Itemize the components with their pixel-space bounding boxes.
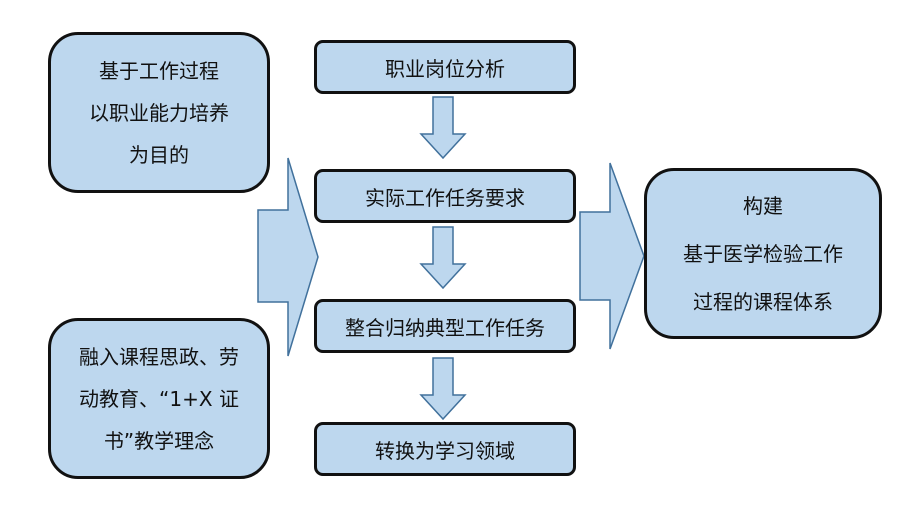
right-line-1: 构建	[743, 193, 783, 218]
down-arrow-1	[419, 96, 467, 160]
left-top-line-1: 基于工作过程	[99, 58, 219, 83]
left-top-line-2: 以职业能力培养	[89, 100, 229, 125]
right-line-3: 过程的课程体系	[693, 289, 833, 314]
step-box-4: 转换为学习领域	[314, 422, 576, 476]
left-big-arrow	[257, 157, 319, 357]
down-arrow-3	[419, 357, 467, 421]
left-top-line-3: 为目的	[129, 142, 189, 167]
step-label-4: 转换为学习领域	[375, 438, 515, 463]
left-bottom-box: 融入课程思政、劳 动教育、“1+X 证 书”教学理念	[48, 318, 270, 479]
down-arrow-2	[419, 226, 467, 290]
step-label-3: 整合归纳典型工作任务	[345, 315, 545, 340]
left-top-box: 基于工作过程 以职业能力培养 为目的	[48, 32, 270, 193]
step-label-1: 职业岗位分析	[385, 56, 505, 81]
left-bottom-line-2: 动教育、“1+X 证	[79, 386, 239, 411]
step-box-3: 整合归纳典型工作任务	[314, 299, 576, 353]
right-box: 构建 基于医学检验工作 过程的课程体系	[644, 168, 882, 339]
step-label-2: 实际工作任务要求	[365, 185, 525, 210]
right-big-arrow	[579, 162, 645, 350]
right-line-2: 基于医学检验工作	[683, 241, 843, 266]
step-box-1: 职业岗位分析	[314, 40, 576, 94]
step-box-2: 实际工作任务要求	[314, 169, 576, 223]
left-bottom-line-1: 融入课程思政、劳	[79, 344, 239, 369]
left-bottom-line-3: 书”教学理念	[103, 428, 215, 453]
